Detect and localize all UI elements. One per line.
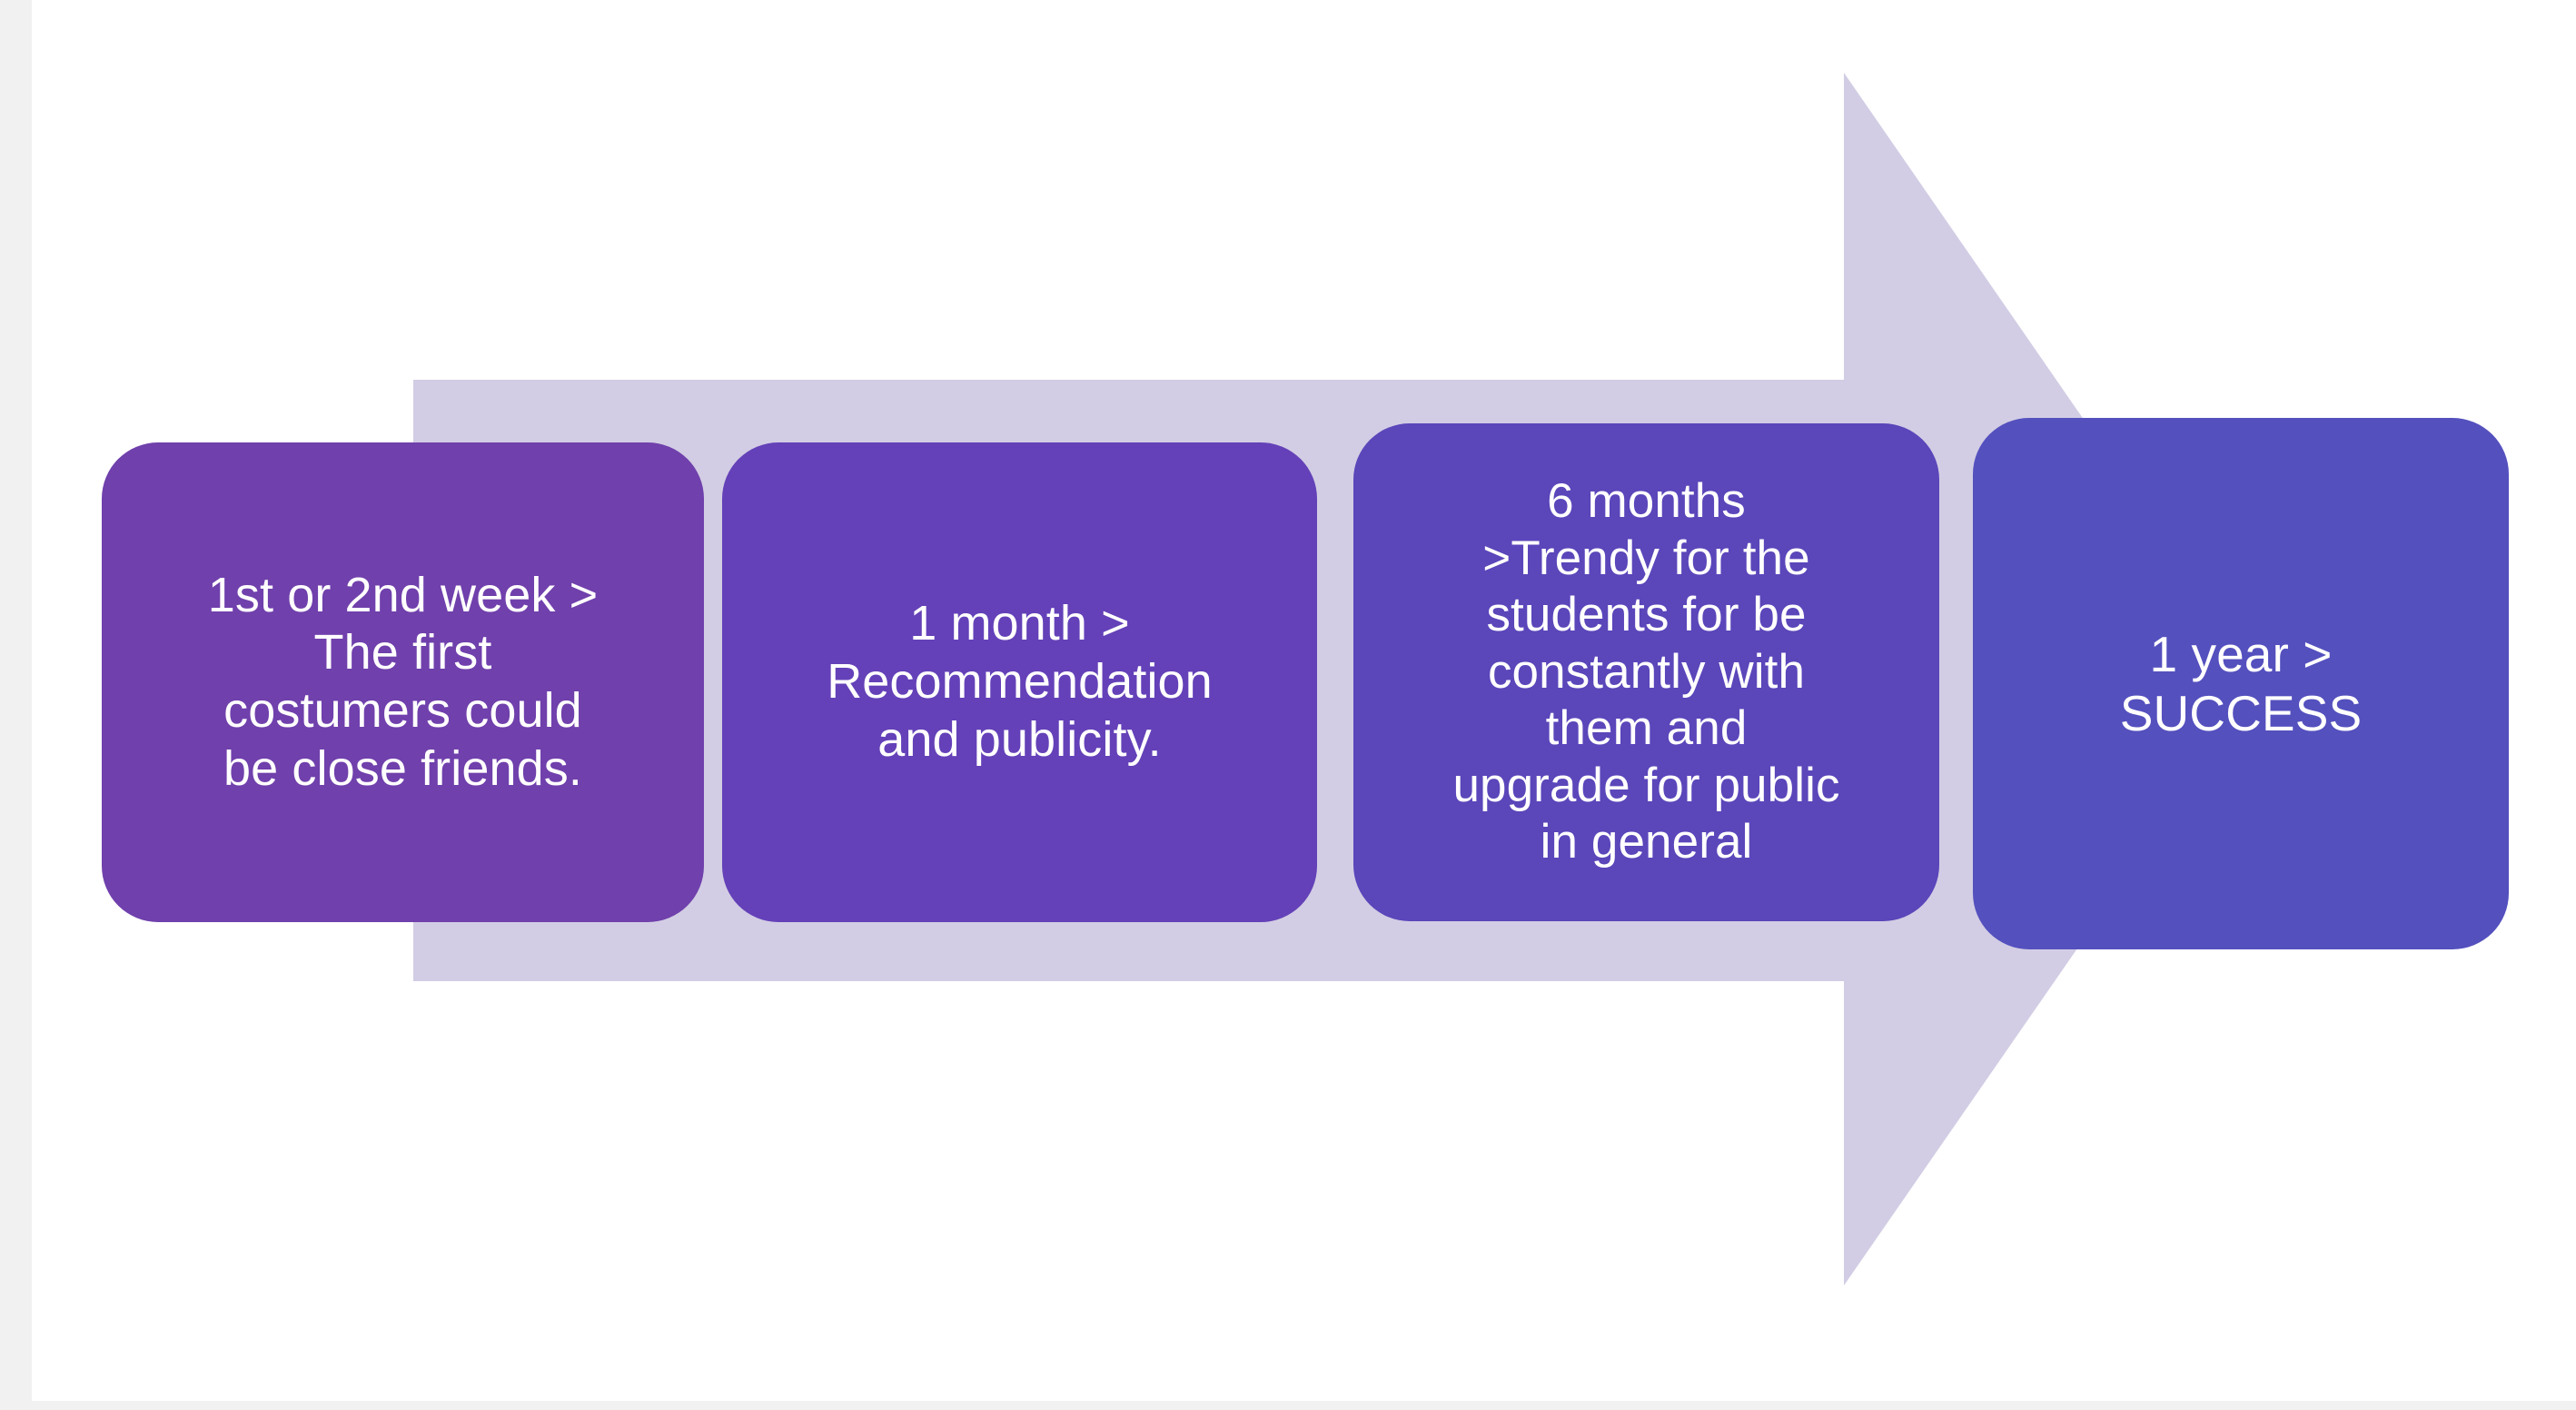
process-step-card-3[interactable]: 6 months >Trendy for the students for be… bbox=[1353, 423, 1939, 921]
page-gutter-left bbox=[0, 0, 32, 1410]
process-step-card-4[interactable]: 1 year > SUCCESS bbox=[1973, 418, 2509, 949]
process-step-card-2-label: 1 month > Recommendation and publicity. bbox=[827, 596, 1213, 767]
process-step-card-1-label: 1st or 2nd week > The first costumers co… bbox=[207, 567, 599, 796]
process-step-card-1[interactable]: 1st or 2nd week > The first costumers co… bbox=[102, 442, 704, 922]
process-step-card-2[interactable]: 1 month > Recommendation and publicity. bbox=[722, 442, 1317, 922]
process-step-card-3-label: 6 months >Trendy for the students for be… bbox=[1452, 474, 1840, 869]
process-step-card-4-label: 1 year > SUCCESS bbox=[2119, 625, 2363, 741]
page-gutter-bottom bbox=[0, 1401, 2576, 1410]
